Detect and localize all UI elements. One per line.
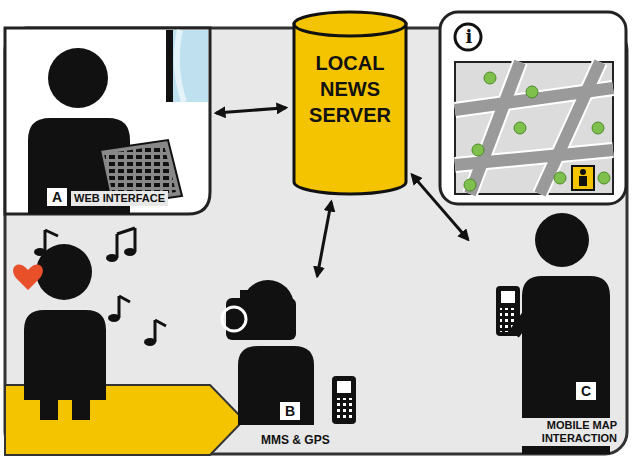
music-listener-part xyxy=(116,234,119,258)
map-panel-part xyxy=(440,12,626,204)
cylinder-body xyxy=(294,24,406,194)
part-caption: WEB INTERFACE xyxy=(71,191,168,206)
music-listener-part xyxy=(154,320,157,342)
music-listener-part xyxy=(118,296,121,318)
map-panel-part xyxy=(514,122,526,134)
map-user-part xyxy=(501,291,515,303)
photographer xyxy=(222,280,356,425)
music-listener xyxy=(5,228,244,455)
photographer-part xyxy=(240,290,260,300)
music-listener-part xyxy=(134,228,137,252)
map-panel-part xyxy=(470,62,520,194)
map-panel-part xyxy=(484,72,496,84)
photographer-part xyxy=(337,381,351,393)
web-interface-panel-part xyxy=(177,30,184,102)
web-interface: AWEB INTERFACE xyxy=(5,28,210,214)
web-interface-panel-part xyxy=(5,28,210,214)
cylinder-top xyxy=(294,12,406,36)
double-arrow xyxy=(216,108,286,113)
photographer-part xyxy=(238,346,314,425)
map-panel-part xyxy=(540,62,600,194)
web-interface-panel-part xyxy=(48,48,108,108)
music-listener-part xyxy=(44,230,47,252)
map-panel-part xyxy=(464,179,476,191)
map-panel-part xyxy=(470,62,520,194)
music-listener-part xyxy=(24,310,106,400)
double-arrow xyxy=(412,175,468,240)
music-listener-part xyxy=(40,380,58,420)
map-panel-part xyxy=(526,86,538,98)
info-circle: i xyxy=(453,22,485,54)
music-listener-part xyxy=(119,296,130,302)
music-listener-part xyxy=(45,230,58,236)
callout-letter: A xyxy=(45,186,69,208)
map-panel-part xyxy=(472,144,484,156)
map-panel-part xyxy=(455,62,613,194)
map-panel-part xyxy=(464,72,610,191)
map-panel-part xyxy=(540,62,600,194)
map-user-part xyxy=(535,213,589,267)
map-panel-part xyxy=(455,62,613,194)
web-interface-panel-part xyxy=(166,30,173,102)
map-panel-part xyxy=(554,172,566,184)
map-panel-part xyxy=(592,122,604,134)
photographer-part xyxy=(222,307,246,331)
part-caption: MMS & GPS xyxy=(258,433,333,448)
music-listener-part xyxy=(155,320,166,326)
map-panel-part xyxy=(598,172,610,184)
music-listener-part xyxy=(72,380,90,420)
map-panel-part xyxy=(580,169,586,175)
photographer-part xyxy=(332,376,356,424)
photographer-part xyxy=(226,298,296,340)
part-caption: MOBILE MAP INTERACTION xyxy=(514,418,620,446)
map-user-part xyxy=(514,312,530,334)
web-interface-panel-part xyxy=(172,30,208,102)
map-panel xyxy=(440,12,626,204)
photographer-part xyxy=(336,398,352,420)
map-panel-part xyxy=(579,176,587,186)
music-listener-part xyxy=(13,265,43,290)
double-arrow xyxy=(317,202,331,276)
server-cylinder: LOCAL NEWS SERVER xyxy=(292,10,408,196)
mobile-map: C MOBILE MAP INTERACTION xyxy=(472,212,624,452)
music-listener-part xyxy=(34,228,166,346)
mms-gps: B MMS & GPS xyxy=(222,282,378,452)
music-listener-part xyxy=(117,228,135,234)
map-panel-part xyxy=(455,62,613,194)
map-panel-part xyxy=(572,166,594,190)
callout-letter: B xyxy=(278,400,302,422)
info-symbol: i xyxy=(453,22,485,54)
cylinder-outline xyxy=(292,10,408,196)
callout-letter: C xyxy=(574,380,598,402)
web-interface-panel xyxy=(5,28,210,214)
server-label: LOCAL NEWS SERVER xyxy=(302,50,398,128)
